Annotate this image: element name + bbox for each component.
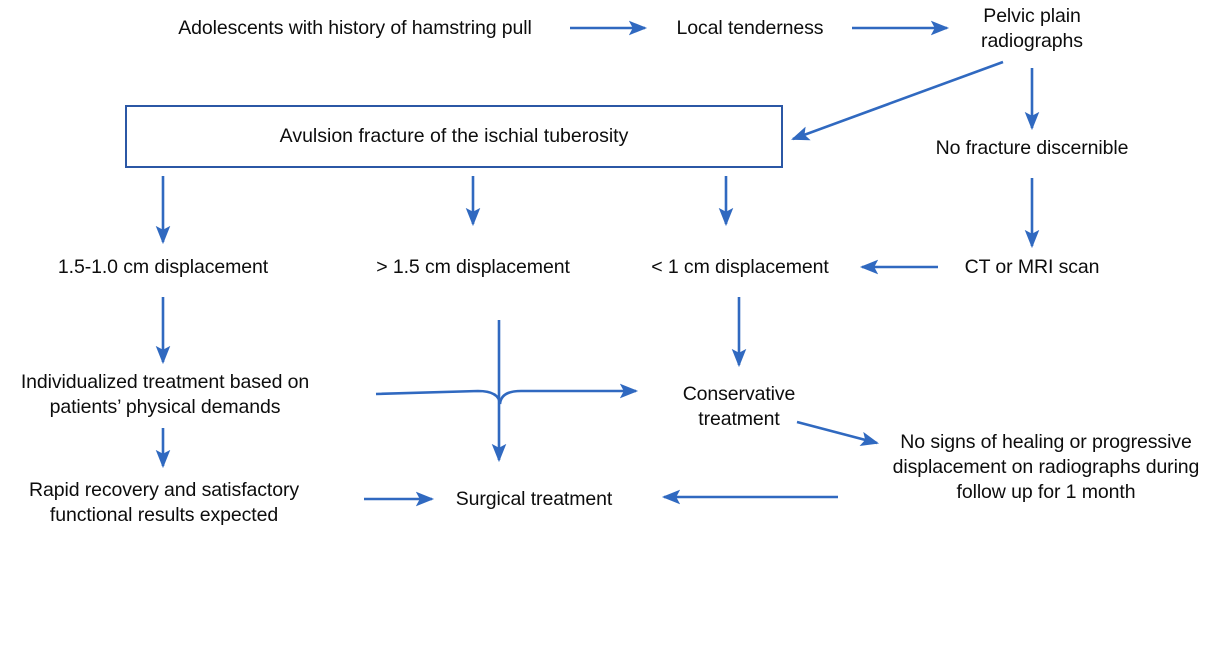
node-displacement-less-than-1-cm: < 1 cm displacement: [651, 256, 829, 278]
node-avulsion-fracture-box: Avulsion fracture of the ischial tuberos…: [125, 105, 783, 168]
edge-pelvic-radiographs-to-avulsion-box: [791, 60, 1004, 141]
node-surgical-treatment: Surgical treatment: [455, 488, 613, 510]
avulsion-fracture-box-label: Avulsion fracture of the ischial tuberos…: [279, 125, 629, 147]
node-conservative-treatment: Conservative treatment: [682, 383, 796, 430]
node-displacement-greater-than-1-5-cm: > 1.5 cm displacement: [376, 256, 570, 278]
edge-individualized-to-conservative: [375, 383, 639, 405]
node-adolescents-with-hamstring-pull: Adolescents with history of hamstring pu…: [178, 17, 532, 39]
node-local-tenderness: Local tenderness: [676, 17, 824, 39]
node-individualized-treatment: Individualized treatment based on patien…: [20, 371, 310, 418]
node-no-signs-of-healing: No signs of healing or progressive displ…: [892, 431, 1200, 503]
node-rapid-recovery: Rapid recovery and satisfactory function…: [28, 479, 300, 526]
node-displacement-1-5-to-1-0-cm: 1.5-1.0 cm displacement: [57, 256, 269, 278]
node-no-fracture-discernible: No fracture discernible: [935, 137, 1129, 159]
node-ct-or-mri-scan: CT or MRI scan: [964, 256, 1100, 278]
node-pelvic-plain-radiographs: Pelvic plain radiographs: [981, 5, 1083, 52]
